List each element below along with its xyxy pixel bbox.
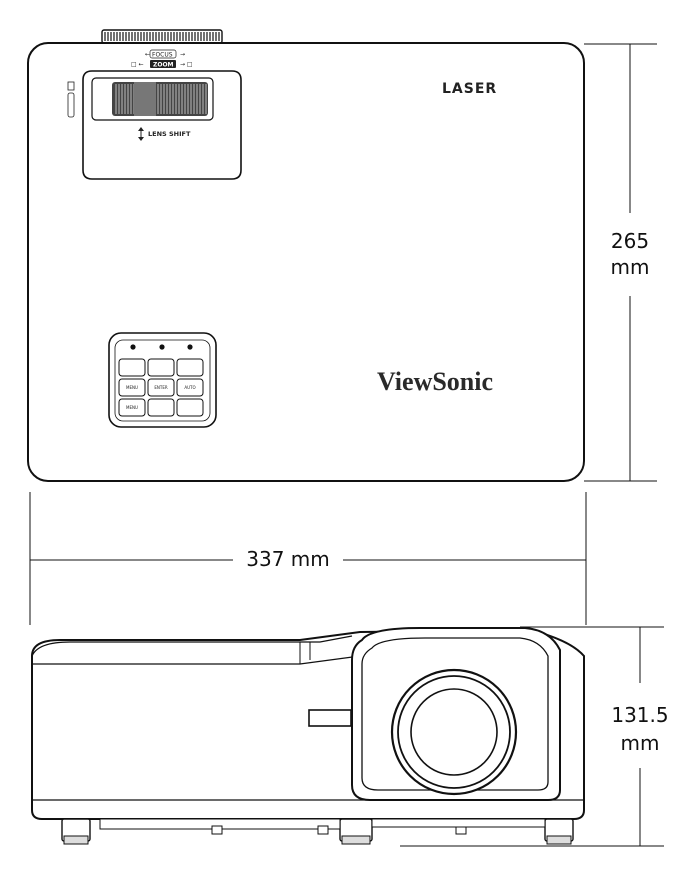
lens-shift-dial[interactable] (112, 82, 208, 116)
menu-left-button[interactable]: MENU (118, 378, 146, 397)
svg-text:→: → (180, 51, 185, 58)
auto-right-button[interactable]: AUTO (176, 378, 204, 397)
height-unit: mm (621, 731, 660, 755)
enter-button[interactable]: ENTER (147, 378, 175, 397)
vertical-adjust-icon (67, 81, 75, 118)
keypad: MENU ENTER AUTO MENU (108, 332, 217, 428)
svg-text:←: ← (145, 51, 150, 58)
width-value: 337 mm (246, 547, 330, 571)
svg-text:→ □: → □ (180, 61, 193, 68)
top-view: ← FOCUS → □ ← ZOOM → □ LENS SHIFT (27, 29, 585, 482)
feet (61, 818, 574, 845)
front-view (31, 627, 585, 845)
down-button[interactable] (147, 398, 175, 417)
menu-exit-button[interactable]: MENU (118, 398, 146, 417)
svg-text:ENTER: ENTER (154, 385, 167, 390)
lamp-led (159, 344, 165, 350)
brand-logo: ViewSonic (377, 367, 493, 396)
height-dimension: 131.5 mm (400, 626, 669, 847)
focus-ring (101, 29, 223, 44)
svg-text:□ ←: □ ← (131, 61, 144, 68)
power-led (130, 344, 136, 350)
info-button[interactable] (176, 358, 204, 377)
lamp-button[interactable] (147, 358, 175, 377)
svg-text:AUTO: AUTO (184, 385, 195, 390)
focus-zoom-legend: ← FOCUS → □ ← ZOOM → □ (131, 49, 193, 69)
depth-unit: mm (611, 255, 650, 279)
svg-text:MENU: MENU (126, 385, 138, 390)
side-vent-slot (308, 709, 352, 727)
depth-dimension: 265 mm (584, 43, 657, 482)
lens-shift-panel: LENS SHIFT (82, 70, 242, 180)
focus-label: FOCUS (152, 52, 173, 59)
height-value: 131.5 (611, 703, 668, 727)
zoom-label: ZOOM (153, 62, 174, 69)
lens-shift-label: LENS SHIFT (148, 130, 191, 138)
power-button[interactable] (118, 358, 146, 377)
blank-button[interactable] (176, 398, 204, 417)
lens-shift-arrows-icon (138, 127, 144, 141)
projection-lens (390, 668, 518, 796)
temp-led (187, 344, 193, 350)
svg-text:MENU: MENU (126, 405, 138, 410)
laser-logo: LASER (442, 81, 497, 97)
depth-value: 265 (611, 229, 649, 253)
width-dimension: 337 mm (29, 492, 587, 625)
